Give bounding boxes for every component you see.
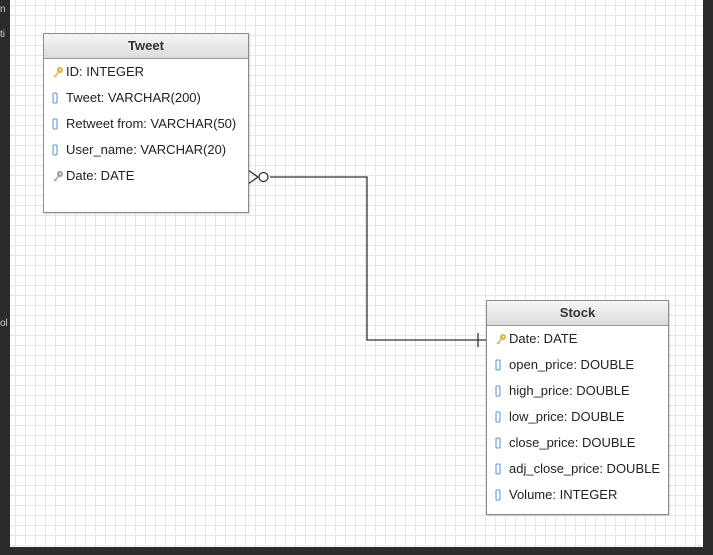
zero-marker <box>258 171 269 183</box>
column-row[interactable]: Tweet: VARCHAR(200) <box>44 85 248 111</box>
column-row[interactable]: open_price: DOUBLE <box>487 352 668 378</box>
column-row[interactable]: Volume: INTEGER <box>487 482 668 508</box>
column-row[interactable]: Date: DATE <box>44 163 248 189</box>
column-icon <box>52 85 64 111</box>
column-icon <box>495 404 507 430</box>
column-label: open_price: DOUBLE <box>509 357 635 372</box>
column-label: ID: INTEGER <box>66 64 145 79</box>
column-row[interactable]: User_name: VARCHAR(20) <box>44 137 248 163</box>
column-label: Date: DATE <box>509 331 578 346</box>
column-row[interactable]: close_price: DOUBLE <box>487 430 668 456</box>
column-row[interactable]: high_price: DOUBLE <box>487 378 668 404</box>
column-label: low_price: DOUBLE <box>509 409 625 424</box>
edge-glyph: n <box>0 4 6 15</box>
column-label: close_price: DOUBLE <box>509 435 636 450</box>
column-row[interactable]: adj_close_price: DOUBLE <box>487 456 668 482</box>
column-list: Date: DATE open_price: DOUBLE high_price: … <box>487 326 668 508</box>
column-label: Tweet: VARCHAR(200) <box>66 90 201 105</box>
column-label: Volume: INTEGER <box>509 487 618 502</box>
column-row[interactable]: low_price: DOUBLE <box>487 404 668 430</box>
column-icon <box>495 378 507 404</box>
column-icon <box>495 352 507 378</box>
column-icon <box>495 456 507 482</box>
column-row[interactable]: Date: DATE <box>487 326 668 352</box>
crows-foot-many-marker <box>247 169 260 185</box>
primary-key-icon <box>52 59 64 85</box>
foreign-key-icon <box>52 163 64 189</box>
column-label: high_price: DOUBLE <box>509 383 630 398</box>
column-label: adj_close_price: DOUBLE <box>509 461 661 476</box>
column-row[interactable]: Retweet from: VARCHAR(50) <box>44 111 248 137</box>
column-label: Retweet from: VARCHAR(50) <box>66 116 237 131</box>
relationship-line <box>270 176 487 341</box>
entity-stock[interactable]: Stock Date: DATE open_price: DOUBLE high_p… <box>486 300 669 515</box>
column-icon <box>52 111 64 137</box>
primary-key-icon <box>495 326 507 352</box>
column-row[interactable]: ID: INTEGER <box>44 59 248 85</box>
entity-title: Stock <box>487 301 668 326</box>
column-icon <box>495 482 507 508</box>
entity-tweet[interactable]: Tweet ID: INTEGER Tweet: VARCHAR(200) Retw… <box>43 33 249 213</box>
edge-glyph: ol <box>0 318 8 329</box>
entity-title: Tweet <box>44 34 248 59</box>
column-list: ID: INTEGER Tweet: VARCHAR(200) Retweet fr… <box>44 59 248 189</box>
column-icon <box>495 430 507 456</box>
column-label: Date: DATE <box>66 168 135 183</box>
edge-glyph: ti <box>0 29 5 40</box>
column-label: User_name: VARCHAR(20) <box>66 142 227 157</box>
column-icon <box>52 137 64 163</box>
